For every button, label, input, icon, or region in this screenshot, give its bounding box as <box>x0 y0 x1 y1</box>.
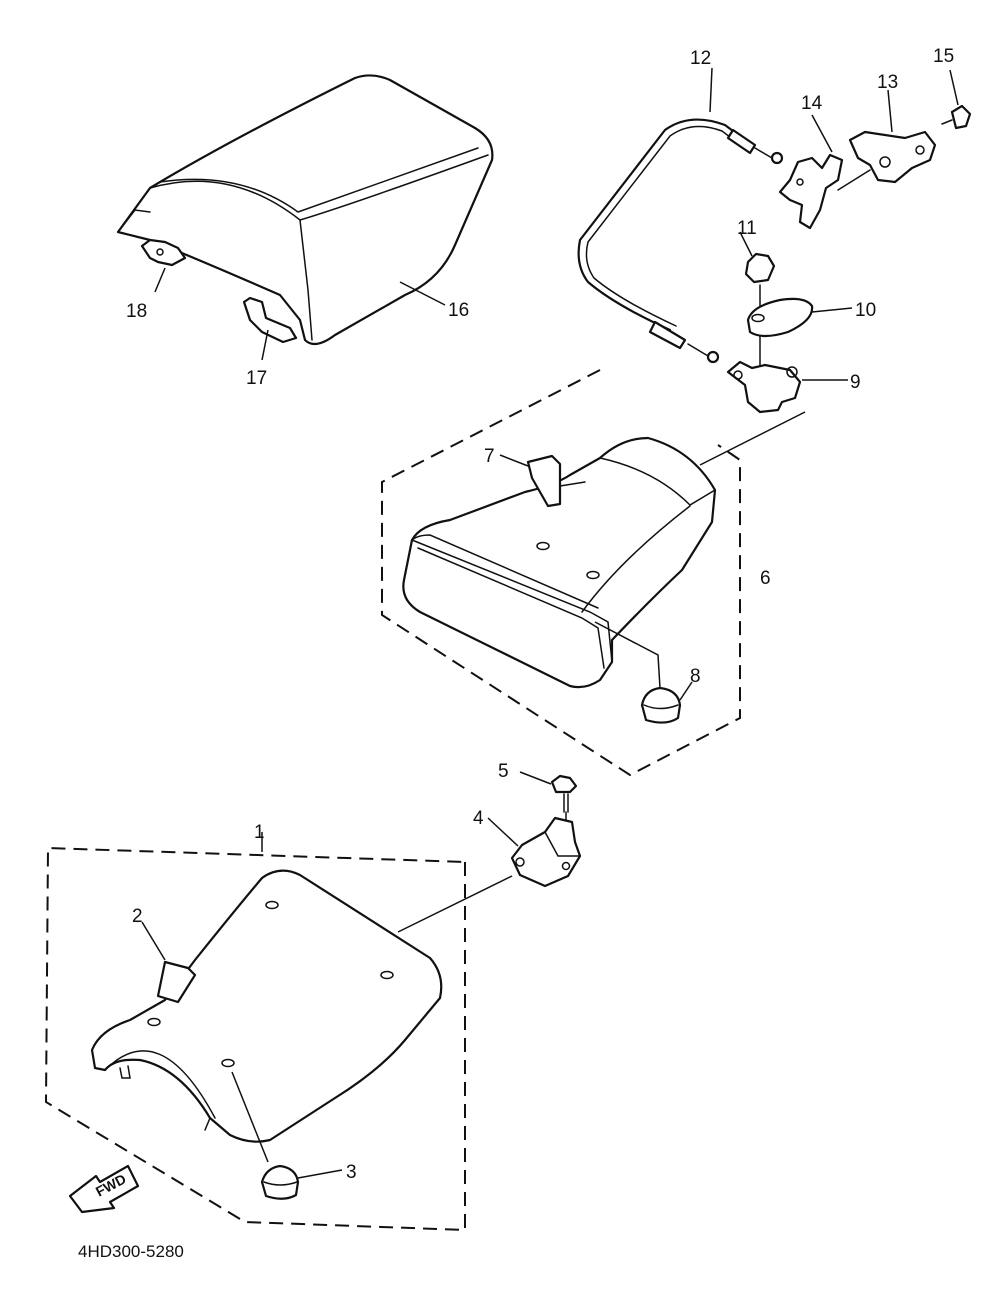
callout-15: 15 <box>933 46 954 67</box>
bracket-18 <box>140 238 187 267</box>
callout-11: 11 <box>737 218 757 239</box>
callout-1: 1 <box>254 822 265 843</box>
lock-assembly-13 <box>837 89 937 191</box>
screw-15 <box>941 69 972 130</box>
plate-10 <box>746 297 853 366</box>
callout-4: 4 <box>473 808 484 829</box>
callout-6: 6 <box>760 568 771 589</box>
callout-8: 8 <box>690 666 701 687</box>
strap-2 <box>141 921 197 1004</box>
rear-seat-cowl <box>116 74 494 346</box>
lock-bracket-14 <box>778 114 844 230</box>
callout-14: 14 <box>801 93 823 114</box>
front-seat <box>90 869 443 1143</box>
latch-9 <box>726 360 848 414</box>
callout-18: 18 <box>126 301 147 322</box>
forward-direction-arrow-icon: FWD <box>68 1164 140 1214</box>
damper-3 <box>260 1164 343 1200</box>
bracket-17 <box>242 296 298 344</box>
callout-17: 17 <box>246 368 267 389</box>
damper-8 <box>640 681 693 724</box>
main-seat <box>402 436 717 689</box>
callout-2: 2 <box>132 906 143 927</box>
group-boundary-6 <box>381 369 741 777</box>
callout-9: 9 <box>850 372 861 393</box>
callout-16: 16 <box>448 300 469 321</box>
group-boundary-1 <box>44 846 466 1232</box>
hinge-4 <box>487 816 582 888</box>
callout-3: 3 <box>346 1162 357 1183</box>
callout-5: 5 <box>498 761 509 782</box>
callout-13: 13 <box>877 72 898 93</box>
seat-lock-cable <box>577 118 784 364</box>
callout-12: 12 <box>690 48 711 69</box>
strap-7 <box>499 454 586 508</box>
diagram-code: 4HD300-5280 <box>78 1242 184 1261</box>
callout-10: 10 <box>855 300 876 321</box>
callout-7: 7 <box>484 446 495 467</box>
nut-11 <box>739 231 776 313</box>
